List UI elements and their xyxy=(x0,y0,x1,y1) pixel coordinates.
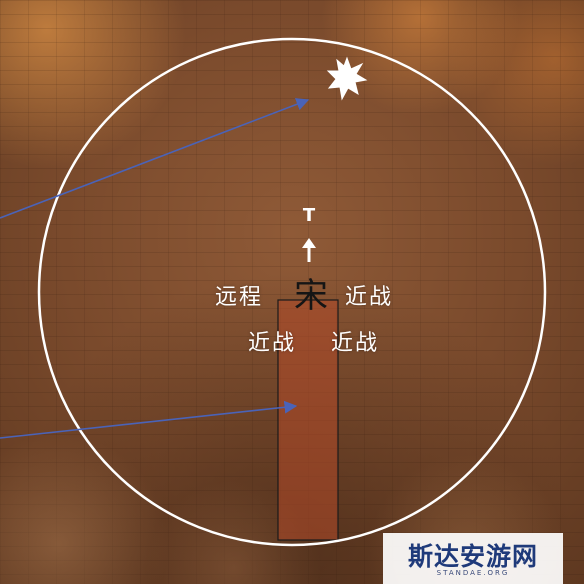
target-label: T xyxy=(302,205,316,226)
melee-label-right-top: 近战 xyxy=(345,285,394,310)
incoming-arrow-lower xyxy=(0,400,298,439)
melee-label-right-bottom: 近战 xyxy=(331,331,380,356)
boss-range-ring xyxy=(37,37,547,547)
watermark-subtitle: STANDAE.ORG xyxy=(436,569,510,577)
hero-marker: 宋 xyxy=(294,276,328,316)
burst-icon xyxy=(326,56,368,101)
incoming-arrow-upper xyxy=(0,98,310,219)
watermark-title: 斯达安游网 xyxy=(407,542,538,571)
site-watermark: 斯达安游网 STANDAE.ORG xyxy=(383,533,563,584)
ranged-label: 远程 xyxy=(215,285,264,310)
skill-zone-rect xyxy=(277,299,339,541)
melee-label-left-bottom: 近战 xyxy=(248,331,297,356)
up-arrow-icon xyxy=(302,238,316,262)
